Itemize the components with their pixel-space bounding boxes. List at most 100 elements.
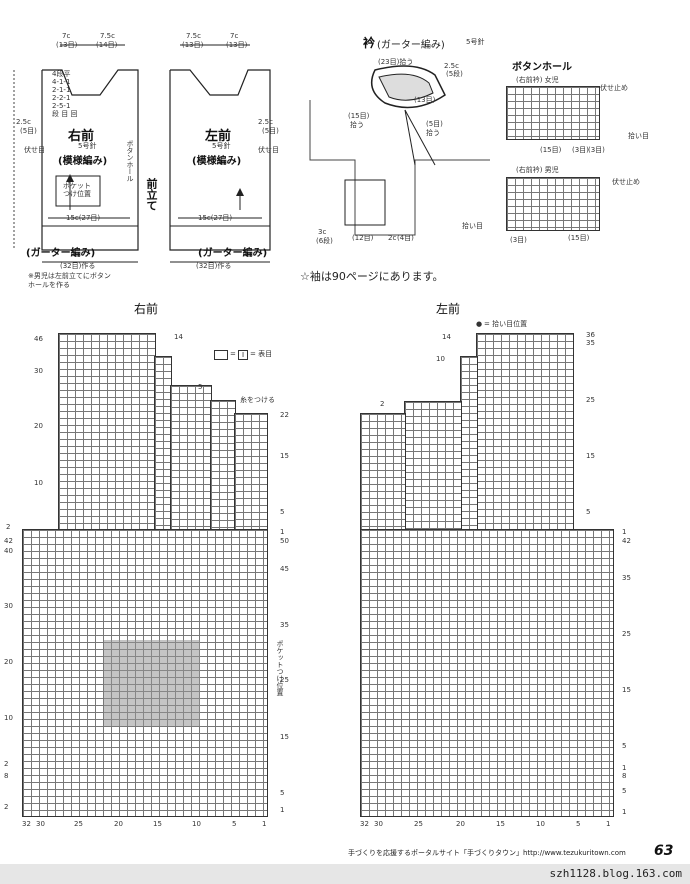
rf-dim-top-2: (13目): [56, 41, 78, 49]
rf-dim-top-1: 7c: [62, 32, 71, 40]
right-row-r10: 15: [280, 733, 289, 741]
bh-girl-bind: 伏せ止め: [600, 84, 628, 92]
right-row-r4: 5: [280, 508, 285, 516]
bh-boy-c1: (15目): [568, 234, 590, 242]
legend-text: = 表目: [250, 350, 273, 358]
right-pocket-shade: [104, 640, 200, 726]
left-row-r13: 5: [622, 787, 627, 795]
right-row-l5: 42: [4, 537, 13, 545]
right-row-l12: 2: [4, 803, 9, 811]
left-row-r0: 36: [586, 331, 595, 339]
left-row-r14: 1: [622, 808, 627, 816]
rf-note: ※男児は左前立てにボタン ホールを作る: [28, 272, 111, 289]
left-col-6: 5: [576, 820, 581, 828]
collar-val-0: (23目)拾う: [378, 58, 414, 66]
left-row-r6: 42: [622, 537, 631, 545]
lf-side-1: 2.5c: [258, 118, 273, 126]
left-col-4: 15: [496, 820, 505, 828]
lf-cast-on: (32目)作る: [196, 262, 232, 270]
left-col-2: 25: [414, 820, 423, 828]
lf-dim-top-3: 7c: [230, 32, 239, 40]
left-row-r2: 25: [586, 396, 595, 404]
bh-boy-c0: (3目): [510, 236, 527, 244]
collar-sub: (ガーター編み): [377, 40, 445, 51]
right-row-r1: 5: [198, 383, 203, 391]
right-row-l11: 8: [4, 772, 9, 780]
right-col-4: 15: [153, 820, 162, 828]
bh-girl-c1: (3目): [572, 146, 589, 154]
blog-watermark: szh1128.blog.163.com: [549, 867, 682, 880]
bh-boy-bind: 伏せ止め: [612, 178, 640, 186]
left-grid-step3: [360, 413, 406, 531]
rf-side-1: 2.5c: [16, 118, 31, 126]
rf-pocket: ポケット つけ位置: [63, 182, 91, 198]
right-row-r6: 50: [280, 537, 289, 545]
collar-val-12: (6段): [316, 237, 333, 245]
lf-dim-top-4: (13目): [226, 41, 248, 49]
right-row-r5: 1: [280, 528, 285, 536]
rf-garter: (ガーター編み): [26, 248, 96, 259]
bh-girl-pick: 拾い目: [628, 132, 649, 140]
right-row-l3: 10: [34, 479, 43, 487]
collar-label: 衿: [363, 36, 376, 50]
bh-girl-c0: (15目): [540, 146, 562, 154]
left-col-5: 10: [536, 820, 545, 828]
right-row-l1: 30: [34, 367, 43, 375]
rf-needle: 5号針: [78, 142, 97, 150]
right-row-r12: 1: [280, 806, 285, 814]
left-col-0: 32: [360, 820, 369, 828]
rf-cast-on: (32目)作る: [60, 262, 96, 270]
rf-placket: 前立て: [145, 178, 158, 211]
right-row-r0: 14: [174, 333, 183, 341]
left-row-r1: 35: [586, 339, 595, 347]
lf-side-3: 伏せ目: [258, 146, 279, 154]
right-row-l7: 30: [4, 602, 13, 610]
right-row-r8: 35: [280, 621, 289, 629]
rf-label: 右前: [68, 129, 95, 144]
right-row-r7: 45: [280, 565, 289, 573]
rf-dim-top-3: 7.5c: [100, 32, 115, 40]
right-grid-step2: [170, 385, 212, 531]
right-row-r9: 25: [280, 676, 289, 684]
collar-diagram: [309, 65, 490, 236]
right-chart-title: 右前: [134, 302, 159, 316]
left-grid-step1: [460, 356, 478, 531]
footer-bar: szh1128.blog.163.com: [0, 864, 690, 884]
bh-boy: (右前衿) 男児: [516, 166, 559, 174]
left-row-r12: 8: [622, 772, 627, 780]
rf-pattern: (模様編み): [58, 156, 108, 167]
left-grid-upper: [476, 333, 574, 531]
legend-symbol: I: [238, 350, 248, 360]
sleeve-note: ☆袖は90ページにあります。: [300, 270, 444, 283]
left-row-l2: 2: [380, 400, 385, 408]
left-legend-dot: ●: [476, 320, 483, 328]
bh-title: ボタンホール: [512, 62, 572, 73]
bh-girl-c2: (3目): [588, 146, 605, 154]
front-schematics: [13, 44, 271, 263]
collar-val-4: (15目): [348, 112, 370, 120]
left-grid-lower: [360, 529, 614, 817]
rf-side-3: 伏せ目: [24, 146, 45, 154]
collar-val-9: 2c: [388, 234, 397, 242]
left-row-r5: 1: [622, 528, 627, 536]
collar-val-3: (13目): [414, 96, 436, 104]
collar-val-11: 3c: [318, 228, 327, 236]
left-grid-step2: [404, 401, 462, 531]
right-col-0: 32: [22, 820, 31, 828]
right-row-r11: 5: [280, 789, 285, 797]
collar-val-2: (5段): [446, 70, 463, 78]
left-row-r4: 5: [586, 508, 591, 516]
collar-val-6: (5目): [426, 120, 443, 128]
lf-needle: 5号針: [212, 142, 231, 150]
lf-garter: (ガーター編み): [198, 248, 268, 259]
right-grid-step3: [210, 400, 236, 531]
collar-val-8: (12目): [352, 234, 374, 242]
left-col-1: 30: [374, 820, 383, 828]
rf-neck-steps: 4段平 4-1-1 2-1-1 2-2-1 2-5-1 段 目 回: [52, 70, 78, 118]
bh-girl-grid: [506, 86, 600, 140]
left-legend: = 拾い目位置: [484, 320, 528, 328]
rf-dim-top-4: (14目): [96, 41, 118, 49]
collar-val-7: 拾う: [426, 129, 440, 137]
left-row-r11: 1: [622, 764, 627, 772]
right-col-2: 25: [74, 820, 83, 828]
